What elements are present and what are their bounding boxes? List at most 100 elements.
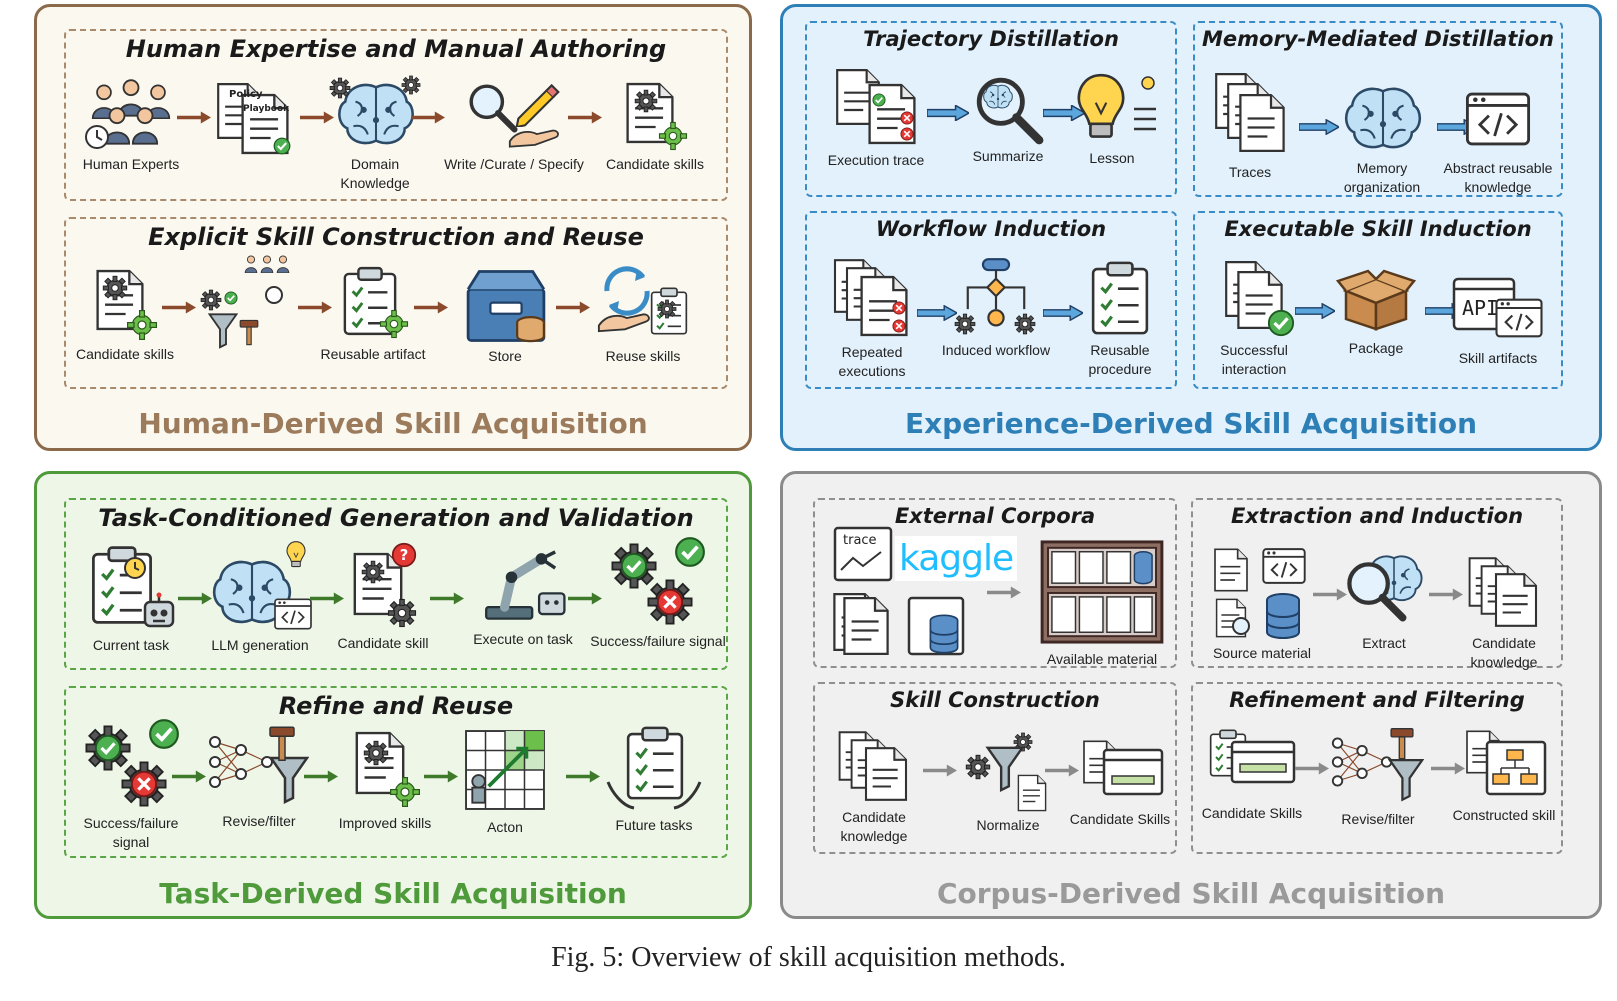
step-label: Reusable artifact — [320, 346, 426, 362]
step-label: Reusable procedure — [1088, 342, 1152, 377]
domain-knowledge-step: Domain Knowledge — [316, 75, 434, 193]
magnifier-pencil-icon — [464, 77, 560, 148]
panel-title: Human Expertise and Manual Authoring — [125, 35, 667, 63]
clipboard-robot-icon — [91, 545, 175, 628]
gears-check-cross-icon — [611, 536, 706, 625]
constructed-skill-icon — [1466, 730, 1547, 796]
docs-database-icon — [833, 592, 965, 656]
skill-doc-gear-icon — [626, 82, 688, 151]
candidate-skills-step: Candidate Skills — [1193, 724, 1311, 823]
code-window-icon — [1465, 92, 1531, 146]
improved-skills-step: Improved skills — [326, 724, 444, 833]
bookshelf-icon — [1040, 540, 1164, 644]
arrow-icon — [923, 764, 957, 777]
step-label: Summarize — [972, 148, 1044, 164]
step-label: Repeated executions — [838, 344, 906, 379]
success-docs-icon — [1225, 260, 1295, 337]
figure-caption: Fig. 5: Overview of skill acquisition me… — [551, 942, 1066, 973]
step-label: Successful interaction — [1220, 342, 1288, 377]
step-label: Lesson — [1089, 150, 1135, 166]
gears-check-cross-icon — [85, 718, 180, 807]
reuse-skills-step: Reuse skills — [584, 259, 702, 366]
step-label: Normalize — [976, 817, 1040, 833]
current-task-step: Current task — [66, 542, 196, 655]
robot-arm-icon — [473, 540, 573, 628]
knowledge-docs-icon — [838, 731, 908, 801]
skill-construction-panel: Skill Construction Candidate knowledge N… — [813, 682, 1177, 854]
write-curate-specify-step: Write /Curate / Specify — [434, 77, 594, 174]
panel-title: Task-Conditioned Generation and Validati… — [98, 504, 694, 532]
source-material-step: Source material — [1197, 544, 1327, 663]
explicit-skill-construction-panel: Explicit Skill Construction and Reuse Ca… — [64, 217, 728, 389]
executable-skill-induction-panel: Executable Skill Induction Successful in… — [1193, 211, 1563, 389]
reusable-procedure-step: Reusable procedure — [1065, 257, 1175, 379]
trace-chart-icon: trace — [833, 526, 893, 582]
panel-title: Skill Construction — [890, 688, 1100, 712]
store-step: Store — [446, 265, 564, 366]
constructed-skill-step: Constructed skill — [1445, 724, 1563, 825]
step-label: Traces — [1228, 164, 1272, 180]
panel-title: Trajectory Distillation — [863, 27, 1119, 51]
successful-interaction-step: Successful interaction — [1195, 255, 1313, 379]
task-derived-quadrant: Task-Conditioned Generation and Validati… — [34, 471, 752, 919]
revise-filter-step: Revise/filter — [200, 724, 318, 831]
step-label: Revise/filter — [1341, 811, 1415, 827]
step-label: Human Experts — [82, 156, 180, 172]
revise-filter-step: Revise/filter — [1319, 724, 1437, 829]
step-label: Extract — [1362, 635, 1406, 651]
acton-step: Acton — [446, 724, 564, 837]
policy-playbook-step: Policy Playbook — [206, 77, 302, 157]
future-tasks-step: Future tasks — [594, 722, 714, 835]
panel-title: Memory-Mediated Distillation — [1202, 27, 1554, 51]
knowledge-docs-icon — [1468, 557, 1538, 627]
summarize-step: Summarize — [953, 71, 1063, 166]
step-label: Candidate skill — [337, 635, 429, 651]
step-label: Revise/filter — [222, 813, 296, 829]
human-derived-quadrant: Human Expertise and Manual Authoring Hum… — [34, 4, 752, 451]
package-box-icon — [1336, 269, 1416, 331]
step-label: Abstract reusable knowledge — [1443, 160, 1553, 195]
step-label: Package — [1348, 340, 1404, 356]
playbook-tag: Playbook — [243, 104, 290, 114]
network-funnel-icon — [208, 726, 309, 804]
step-label: Candidate Skills — [1069, 811, 1171, 827]
store-box-icon — [466, 270, 546, 343]
policy-playbook-docs-icon: Policy Playbook — [217, 82, 291, 155]
step-label: Current task — [92, 637, 170, 653]
panel-title: Extraction and Induction — [1230, 504, 1524, 528]
step-label: Source material — [1212, 645, 1312, 661]
panel-title: Refine and Reuse — [278, 692, 514, 720]
candidate-knowledge-step: Candidate knowledge — [815, 724, 933, 846]
success-failure-signal-step: Success/failure signal — [590, 534, 726, 651]
task-conditioned-generation-panel: Task-Conditioned Generation and Validati… — [64, 498, 728, 670]
success-failure-signal-step: Success/failure signal — [66, 716, 196, 852]
candidate-knowledge-step: Candidate knowledge — [1445, 550, 1563, 672]
step-label: Candidate Skills — [1201, 805, 1303, 821]
funnel-tools-icon — [200, 255, 290, 349]
refine-and-reuse-panel: Refine and Reuse Success/failure signal … — [64, 686, 728, 858]
source-material-icon — [1214, 548, 1306, 639]
workflow-chart-icon — [954, 258, 1036, 335]
package-step: Package — [1321, 267, 1431, 358]
clipboard-icon — [343, 266, 409, 339]
step-label: Candidate knowledge — [840, 809, 908, 844]
reusable-artifact-step: Reusable artifact — [314, 263, 432, 364]
brain-network-icon — [1344, 87, 1422, 149]
arrow-icon — [987, 586, 1021, 599]
reuse-cycle-icon — [597, 259, 688, 335]
step-label: Acton — [487, 819, 523, 835]
filter-tools-step — [194, 255, 294, 353]
llm-brain-icon — [212, 541, 312, 630]
brain-magnifier-icon — [1339, 555, 1423, 632]
panel-title: Refinement and Filtering — [1229, 688, 1525, 712]
clipboard-icon — [1091, 261, 1149, 335]
brain-icon — [329, 75, 421, 145]
step-label: Memory organization — [1343, 160, 1421, 195]
grid-robot-icon — [464, 729, 546, 811]
abstract-knowledge-step: Abstract reusable knowledge — [1429, 83, 1567, 197]
extraction-induction-panel: Extraction and Induction Source material… — [1191, 498, 1563, 670]
workflow-induction-panel: Workflow Induction Repeated executions I… — [805, 211, 1177, 389]
step-label: LLM generation — [211, 637, 309, 653]
arrow-icon — [414, 301, 448, 314]
network-funnel-icon — [1331, 728, 1424, 801]
